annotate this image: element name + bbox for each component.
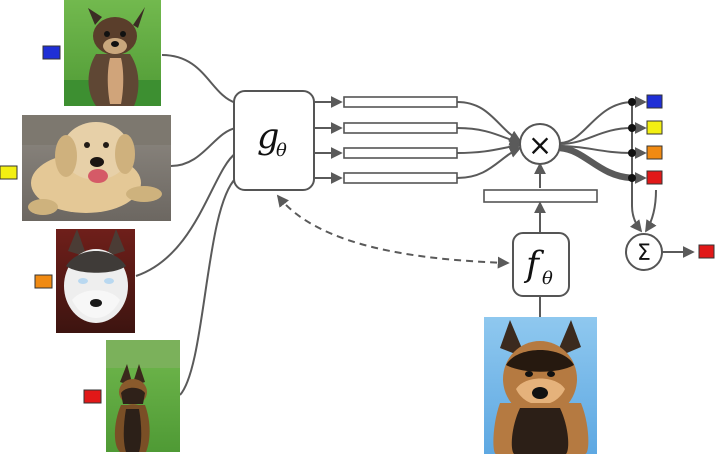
final-prediction-red-label [698, 244, 715, 259]
support-embedding-bar-2 [343, 122, 458, 134]
g-function-subscript-label: θ [276, 140, 287, 161]
multiply-to-blue-output-connector [559, 101, 633, 144]
german-shepherd-photo-icon [106, 340, 180, 452]
support-set [0, 0, 180, 452]
support-embeddings [343, 96, 458, 184]
german-shepherd-query-photo-icon [484, 317, 597, 454]
support-4-red-label [83, 389, 102, 404]
support-embedding-bar-1 [343, 96, 458, 108]
multiply-to-yellow-output-connector [559, 127, 633, 145]
chihuahua-photo-icon [64, 0, 161, 106]
output-red-label [646, 170, 663, 185]
embed-1-to-multiply-arrow [456, 101, 522, 142]
f-function-subscript-label: θ [542, 268, 553, 289]
embed-3-to-multiply-arrow [456, 140, 522, 154]
output-blue-label [646, 94, 663, 109]
support-4-to-g-connector [179, 177, 237, 396]
multiply-symbol: × [528, 128, 552, 162]
support-2-yellow-label [0, 165, 18, 180]
g-theta-block: g θ [233, 90, 315, 191]
sum-symbol: Σ [637, 241, 651, 266]
embed-4-to-multiply-arrow [456, 146, 522, 179]
support-3-orange-label [34, 274, 53, 289]
output-yellow-label [646, 120, 663, 135]
bus-to-sum-left-arrow [629, 180, 643, 233]
sum-node: Σ [625, 233, 663, 271]
g-function-main-label: g [257, 117, 279, 157]
multiply-node: × [519, 123, 561, 165]
support-2-to-g-connector [170, 127, 237, 167]
support-embedding-bar-4 [343, 172, 458, 184]
query-embedding-bar [483, 189, 598, 203]
multiply-to-red-output-connector [559, 144, 633, 182]
output-dots [628, 98, 636, 182]
support-3-to-g-connector [135, 152, 237, 277]
output-orange-label [646, 145, 663, 160]
labrador-photo-icon [22, 115, 171, 221]
husky-photo-icon [56, 229, 135, 333]
dashed-shared-weights-arrow [276, 194, 510, 269]
f-theta-block: f θ [512, 232, 570, 297]
support-embedding-bar-3 [343, 147, 458, 159]
output-class-labels [646, 94, 663, 185]
support-1-to-g-connector [161, 54, 237, 104]
bus-to-sum-right-arrow [645, 189, 657, 233]
support-1-blue-label [42, 45, 61, 60]
